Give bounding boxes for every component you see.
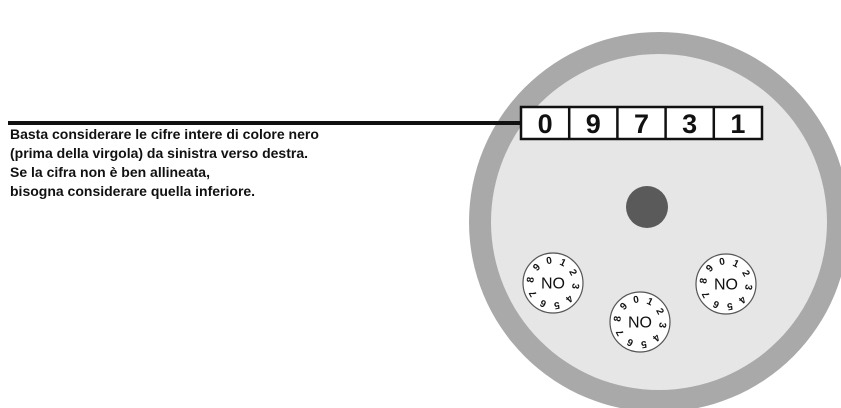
sub-dial-label: NO: [541, 276, 565, 293]
odometer-digit: 7: [634, 109, 649, 139]
sub-dial-scale-number: 7: [527, 288, 540, 298]
sub-dial-scale-number: 4: [736, 293, 748, 305]
sub-dial-scale-number: 5: [640, 338, 648, 350]
sub-dial-scale-number: 1: [731, 258, 741, 271]
sub-dial-scale-number: 0: [718, 256, 726, 268]
sub-dial-scale-number: 9: [618, 301, 630, 313]
sub-dial-label: NO: [714, 277, 738, 294]
meter-center-dot: [626, 186, 668, 228]
sub-dial-label: NO: [628, 315, 652, 332]
instruction-line-2: (prima della virgola) da sinistra verso …: [10, 145, 308, 161]
instruction-line-3: Se la cifra non è ben allineata,: [10, 164, 210, 180]
sub-dial-face: [609, 291, 671, 353]
odometer-digit: 0: [538, 109, 553, 139]
sub-dial-scale-number: 8: [698, 277, 710, 284]
sub-dial-scale-number: 6: [538, 296, 548, 309]
sub-dial-face: [695, 253, 757, 315]
instruction-line-1: Basta considerare le cifre intere di col…: [10, 126, 319, 142]
odometer-digit: 1: [730, 109, 745, 139]
sub-dial-scale-number: 7: [700, 289, 713, 299]
odometer-digit: 3: [682, 109, 697, 139]
sub-dial-scale-number: 6: [711, 297, 721, 310]
sub-dial-scale-number: 9: [531, 262, 543, 274]
sub-dial-scale-number: 2: [653, 307, 666, 317]
sub-dial-scale-number: 0: [632, 294, 640, 306]
sub-dial-scale-number: 7: [614, 327, 627, 337]
sub-dial-scale-number: 0: [545, 255, 553, 267]
sub-dial-scale-number: 1: [558, 257, 568, 270]
sub-dial-scale-number: 2: [566, 268, 579, 278]
sub-dial-scale-number: 3: [742, 284, 754, 291]
odometer-window: 0 9 7 3 1: [519, 105, 764, 141]
sub-dial-scale-number: 1: [645, 296, 655, 309]
sub-dial-scale-number: 3: [569, 283, 581, 290]
instruction-line-4: bisogna considerare quella inferiore.: [10, 183, 256, 199]
instruction-caption: Basta considerare le cifre intere di col…: [10, 125, 450, 201]
sub-dial-scale-number: 5: [726, 300, 734, 312]
sub-dial-scale-number: 2: [739, 269, 752, 279]
sub-dial-scale-number: 8: [525, 276, 537, 283]
sub-dial-scale-number: 5: [553, 299, 561, 311]
sub-dial-face: [522, 252, 584, 314]
sub-dial-scale-number: 9: [704, 263, 716, 275]
sub-dial-scale-number: 3: [656, 322, 668, 329]
sub-dial-scale-number: 8: [612, 315, 624, 322]
odometer-digit: 9: [586, 109, 601, 139]
sub-dial-scale-number: 6: [625, 335, 635, 348]
odometer-frame: [519, 105, 764, 141]
sub-dial-scale-number: 4: [650, 331, 662, 343]
sub-dial-scale-number: 4: [563, 292, 575, 304]
